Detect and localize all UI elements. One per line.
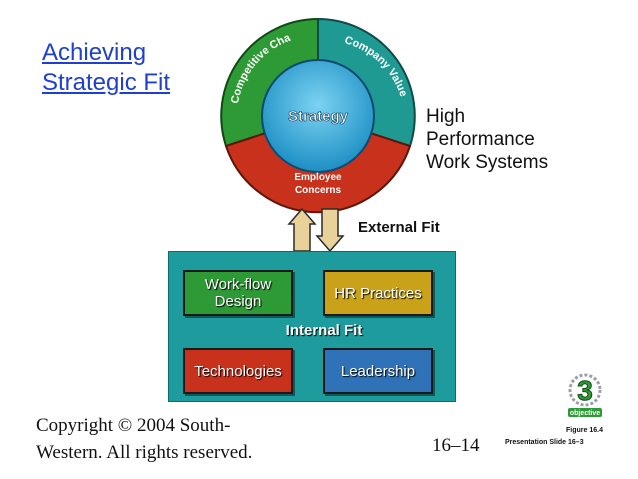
figure-label: Figure 16.4 xyxy=(566,427,603,434)
page-title: Achieving Strategic Fit xyxy=(42,38,212,98)
workflow-line2: Design xyxy=(214,293,262,310)
hr-practices-box: HR Practices xyxy=(323,270,433,316)
hpws-line1: High xyxy=(426,106,466,127)
objective-label: objective xyxy=(570,410,600,417)
objective-3-icon: 3 objective xyxy=(568,373,602,417)
leadership-label: Leadership xyxy=(340,362,416,380)
hr-practices-label: HR Practices xyxy=(334,284,422,302)
presentation-slide-label: Presentation Slide 16–3 xyxy=(505,439,584,446)
page-number: 16–14 xyxy=(432,435,480,456)
technologies-box: Technologies xyxy=(183,348,293,394)
copyright-line1: Copyright © 2004 South- xyxy=(36,415,231,436)
high-performance-work-systems-label: High Performance Work Systems xyxy=(426,105,616,174)
hpws-line3: Work Systems xyxy=(426,152,549,173)
external-fit-label: External Fit xyxy=(358,219,440,236)
objective-number: 3 xyxy=(577,375,593,406)
technologies-label: Technologies xyxy=(194,362,282,380)
copyright-line2: Western. All rights reserved. xyxy=(36,442,253,463)
workflow-line1: Work-flow xyxy=(204,276,272,293)
down-arrow-icon xyxy=(315,208,345,253)
employee-concerns-line1: Employee xyxy=(294,172,342,183)
copyright-notice: Copyright © 2004 South- Western. All rig… xyxy=(36,412,306,466)
title-line2: Strategic Fit xyxy=(42,69,171,96)
title-line1: Achieving xyxy=(42,39,147,66)
up-arrow-icon xyxy=(287,207,317,252)
hpws-line2: Performance xyxy=(426,129,535,150)
employee-concerns-line2: Concerns xyxy=(295,185,342,196)
internal-fit-label: Internal Fit xyxy=(285,322,363,339)
leadership-box: Leadership xyxy=(323,348,433,394)
strategy-label: Strategy xyxy=(288,108,349,125)
strategy-center-circle xyxy=(261,59,375,173)
